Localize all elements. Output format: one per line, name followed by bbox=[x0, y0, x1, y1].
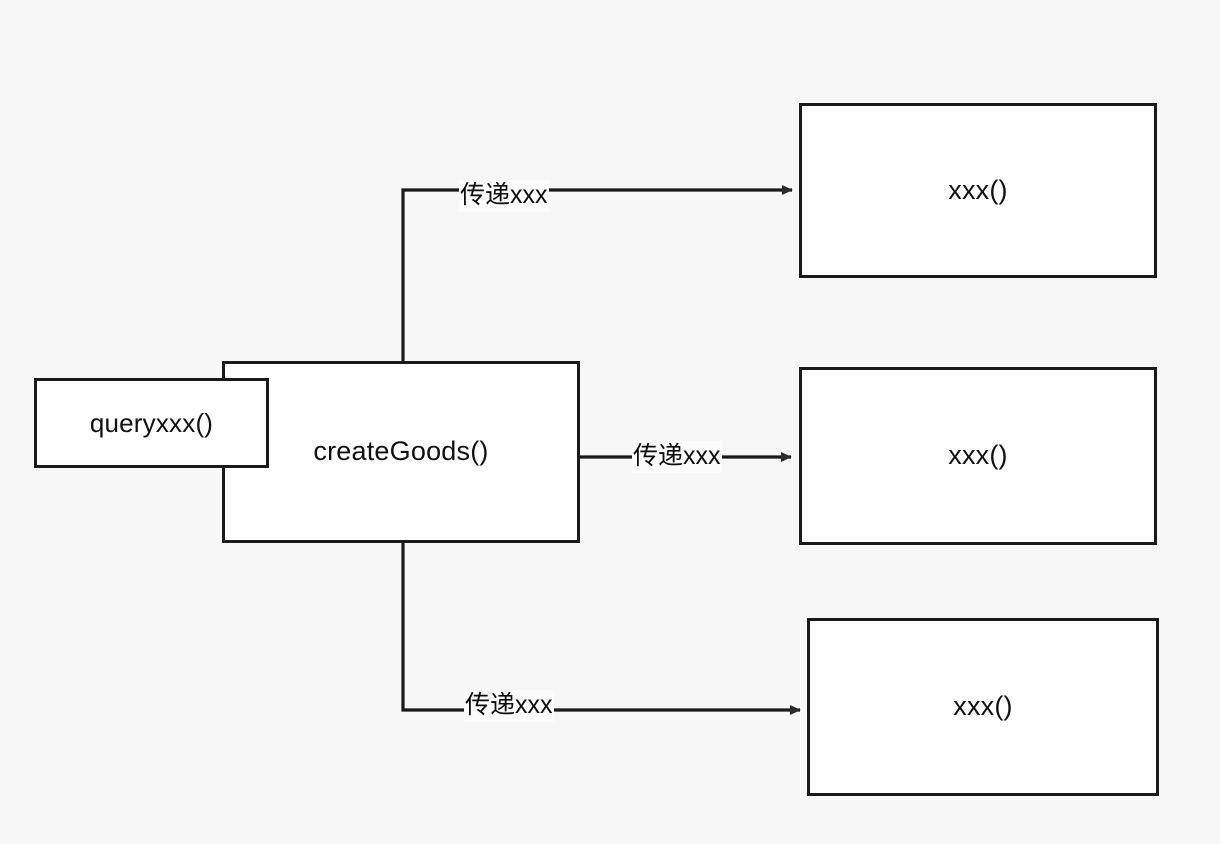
node-xxx-top-label: xxx() bbox=[948, 174, 1008, 205]
edge-bottom-path bbox=[401, 543, 801, 716]
edge-label-middle: 传递xxx bbox=[632, 441, 722, 473]
node-query-xxx[interactable]: queryxxx() bbox=[34, 378, 269, 468]
node-create-goods-label: createGoods() bbox=[313, 436, 489, 467]
node-xxx-middle-label: xxx() bbox=[948, 440, 1008, 471]
node-query-xxx-label: queryxxx() bbox=[89, 407, 214, 438]
node-xxx-bottom-label: xxx() bbox=[953, 691, 1013, 722]
edge-label-top: 传递xxx bbox=[459, 180, 549, 212]
node-xxx-bottom[interactable]: xxx() bbox=[807, 618, 1159, 796]
node-xxx-middle[interactable]: xxx() bbox=[799, 367, 1157, 545]
node-xxx-top[interactable]: xxx() bbox=[799, 103, 1157, 278]
edge-top-path bbox=[401, 184, 793, 361]
node-create-goods[interactable]: createGoods() bbox=[222, 361, 580, 543]
edge-label-bottom: 传递xxx bbox=[464, 690, 554, 722]
